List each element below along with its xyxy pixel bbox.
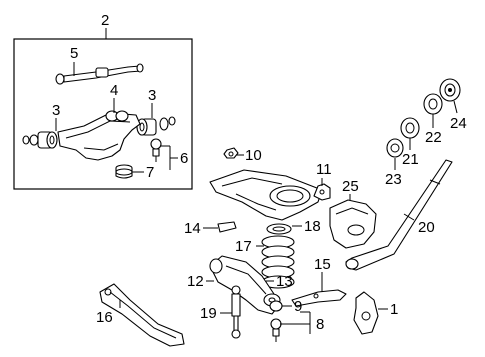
- frame-crossmember: [209, 169, 323, 221]
- steering-knuckle[interactable]: [353, 291, 379, 335]
- strut-mount[interactable]: [329, 199, 377, 249]
- callout-23: 23: [385, 171, 402, 188]
- callout-3-right: 3: [148, 87, 156, 104]
- upper-arm-shaft[interactable]: [55, 63, 144, 85]
- spring-seat[interactable]: [266, 223, 292, 235]
- lower-ball-joint-9[interactable]: [269, 300, 283, 312]
- callout-16: 16: [96, 309, 113, 326]
- callout-14: 14: [184, 220, 201, 237]
- frame-bracket[interactable]: [99, 283, 185, 347]
- callout-25: 25: [342, 178, 359, 195]
- callout-4: 4: [110, 82, 118, 99]
- callout-7: 7: [146, 164, 154, 181]
- upper-arm-bushing-right[interactable]: [136, 116, 176, 136]
- callout-9: 9: [294, 298, 302, 315]
- callout-19: 19: [200, 305, 217, 322]
- bolt-14[interactable]: [216, 221, 237, 233]
- callout-10: 10: [245, 147, 262, 164]
- callout-21: 21: [402, 151, 419, 168]
- callout-18: 18: [304, 218, 321, 235]
- callout-24: 24: [450, 115, 467, 132]
- callout-5: 5: [70, 45, 78, 62]
- bushing-21[interactable]: [400, 117, 420, 139]
- strut-rod[interactable]: [345, 159, 453, 271]
- callout-20: 20: [418, 219, 435, 236]
- tie-rod[interactable]: [291, 289, 347, 307]
- shock-absorber[interactable]: [231, 285, 241, 339]
- callout-22: 22: [425, 129, 442, 146]
- callout-12: 12: [187, 273, 204, 290]
- bushing-23[interactable]: [386, 138, 404, 158]
- callout-8: 8: [316, 316, 324, 333]
- bracket-11[interactable]: [313, 183, 331, 201]
- lower-ball-joint-8[interactable]: [270, 318, 282, 342]
- callout-3-left: 3: [52, 102, 60, 119]
- callout-17: 17: [235, 238, 252, 255]
- upper-ball-joint[interactable]: [150, 138, 162, 162]
- callout-2: 2: [101, 12, 109, 29]
- coil-spring[interactable]: [261, 235, 295, 289]
- callout-11: 11: [316, 161, 332, 178]
- bushing-22[interactable]: [423, 93, 443, 115]
- bushing-24[interactable]: [439, 78, 461, 102]
- callout-6: 6: [180, 150, 188, 167]
- upper-arm-inset-box: [13, 38, 193, 190]
- upper-arm-bushing-left[interactable]: [22, 131, 58, 149]
- callout-13: 13: [276, 273, 293, 290]
- upper-control-arm[interactable]: [57, 110, 141, 161]
- nut-10[interactable]: [223, 147, 239, 159]
- callout-15: 15: [314, 256, 331, 273]
- bump-stop[interactable]: [115, 164, 133, 179]
- leader-lines: [55, 62, 458, 334]
- callout-1: 1: [390, 301, 398, 318]
